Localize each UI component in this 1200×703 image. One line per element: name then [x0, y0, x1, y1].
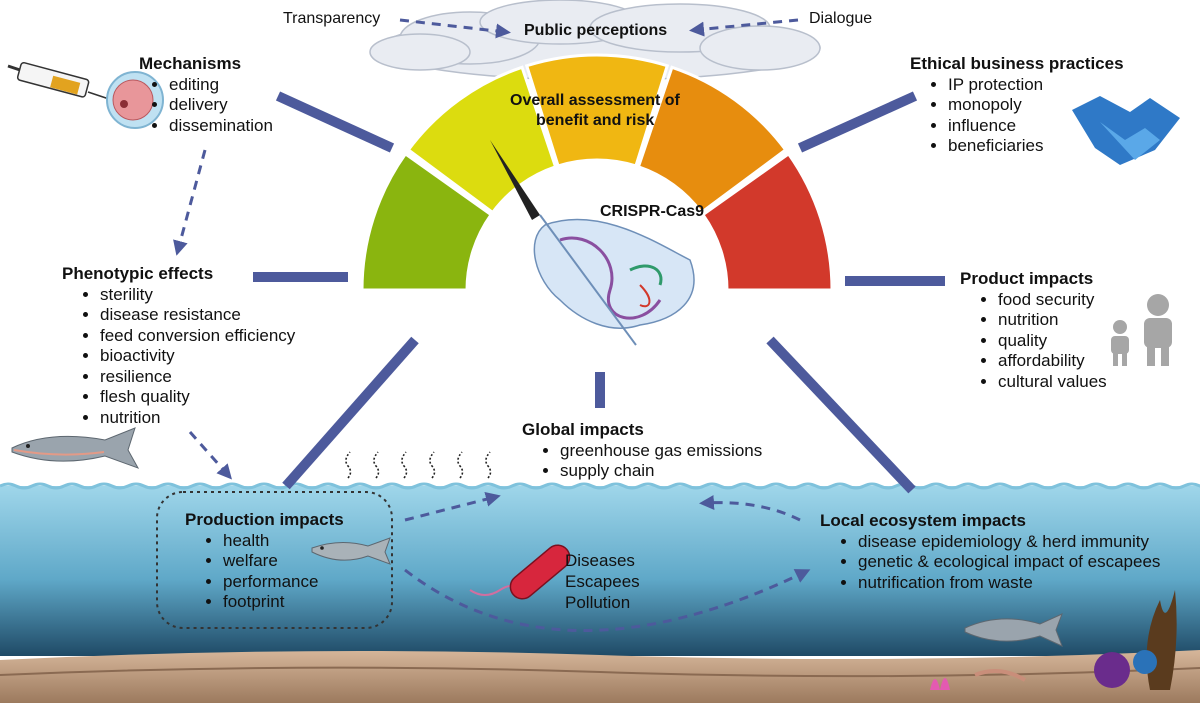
- production-item: footprint: [223, 592, 344, 613]
- handshake-icon: [1072, 96, 1180, 165]
- cell-icon: [106, 71, 164, 129]
- gauge-needle: [490, 140, 540, 220]
- production-block: Production impacts health welfare perfor…: [185, 510, 344, 613]
- ethical-item: monopoly: [948, 95, 1124, 116]
- arrow-transparency: [399, 18, 511, 39]
- connector-ethical: [797, 91, 918, 153]
- ethical-block: Ethical business practices IP protection…: [910, 54, 1124, 157]
- people-icon: [1111, 294, 1172, 366]
- dialogue-label: Dialogue: [809, 10, 873, 27]
- arrow-dialogue: [689, 18, 799, 37]
- product-block: Product impacts food security nutrition …: [960, 269, 1107, 392]
- global-block: Global impacts greenhouse gas emissions …: [522, 420, 762, 482]
- production-title: Production impacts: [185, 510, 344, 529]
- local-item: disease epidemiology & herd immunity: [858, 532, 1160, 553]
- product-item: nutrition: [998, 310, 1107, 331]
- ethical-title: Ethical business practices: [910, 54, 1124, 73]
- gauge-segment-5: [700, 151, 834, 292]
- product-item: quality: [998, 331, 1107, 352]
- product-title: Product impacts: [960, 269, 1094, 288]
- sea-life-icon: [930, 590, 1177, 690]
- risk-diseases: Diseases: [565, 551, 635, 570]
- emission-squiggles: [345, 451, 492, 479]
- phenotypic-item: bioactivity: [100, 346, 295, 367]
- bacterium-icon: [469, 544, 571, 600]
- gauge-segment-2: [406, 65, 558, 215]
- connector-production: [282, 336, 419, 490]
- production-fish-icon: [311, 537, 391, 565]
- local-title: Local ecosystem impacts: [820, 511, 1026, 530]
- gauge-segment-1: [360, 151, 494, 292]
- gauge-title-line1: Overall assessment of: [510, 92, 680, 109]
- phenotypic-item: flesh quality: [100, 387, 295, 408]
- local-block: Local ecosystem impacts disease epidemio…: [820, 511, 1160, 593]
- phenotypic-item: sterility: [100, 285, 295, 306]
- global-item: greenhouse gas emissions: [560, 441, 762, 462]
- gauge-segment-3: [524, 53, 670, 168]
- phenotypic-item: feed conversion efficiency: [100, 326, 295, 347]
- ethical-item: IP protection: [948, 75, 1124, 96]
- ethical-item: influence: [948, 116, 1124, 137]
- dashed-arrows: [173, 18, 811, 632]
- phenotypic-item: nutrition: [100, 408, 295, 429]
- local-item: nutrification from waste: [858, 573, 1160, 594]
- product-item: affordability: [998, 351, 1107, 372]
- salmon-icon: [11, 427, 140, 469]
- product-item: cultural values: [998, 372, 1107, 393]
- gauge-title-line2: benefit and risk: [536, 112, 655, 129]
- arrow-phenotypic-production: [188, 431, 232, 480]
- production-item: performance: [223, 572, 344, 593]
- local-item: genetic & ecological impact of escapees: [858, 552, 1160, 573]
- ethical-item: beneficiaries: [948, 136, 1124, 157]
- production-item: health: [223, 531, 344, 552]
- public-perceptions-label: Public perceptions: [524, 22, 668, 39]
- phenotypic-item: resilience: [100, 367, 295, 388]
- mechanisms-block: Mechanisms editing delivery disseminatio…: [139, 54, 273, 136]
- mechanisms-item: delivery: [169, 95, 273, 116]
- crispr-cas9-icon: [533, 214, 695, 346]
- connector-bars: [253, 91, 945, 494]
- phenotypic-title: Phenotypic effects: [62, 264, 214, 283]
- phenotypic-item: disease resistance: [100, 305, 295, 326]
- global-item: supply chain: [560, 461, 762, 482]
- gauge: [360, 53, 834, 292]
- production-boundary: [156, 491, 393, 629]
- arrow-production-local: [404, 568, 811, 632]
- connector-local: [766, 336, 916, 494]
- mechanisms-item: editing: [169, 75, 273, 96]
- syringe-icon: [7, 61, 113, 101]
- crispr-label: CRISPR-Cas9: [600, 203, 705, 220]
- product-item: food security: [998, 290, 1107, 311]
- production-item: welfare: [223, 551, 344, 572]
- transparency-label: Transparency: [283, 10, 381, 27]
- risk-escapees: Escapees: [565, 572, 640, 591]
- global-title: Global impacts: [522, 420, 644, 439]
- phenotypic-block: Phenotypic effects sterility disease res…: [62, 264, 295, 428]
- mechanisms-title: Mechanisms: [139, 54, 242, 73]
- connector-mechanisms: [275, 91, 395, 153]
- arrow-mechanisms-phenotypic: [173, 149, 207, 256]
- gauge-segment-4: [636, 65, 788, 215]
- mechanisms-item: dissemination: [169, 116, 273, 137]
- risk-pollution: Pollution: [565, 593, 631, 612]
- arrow-local-global: [699, 495, 801, 522]
